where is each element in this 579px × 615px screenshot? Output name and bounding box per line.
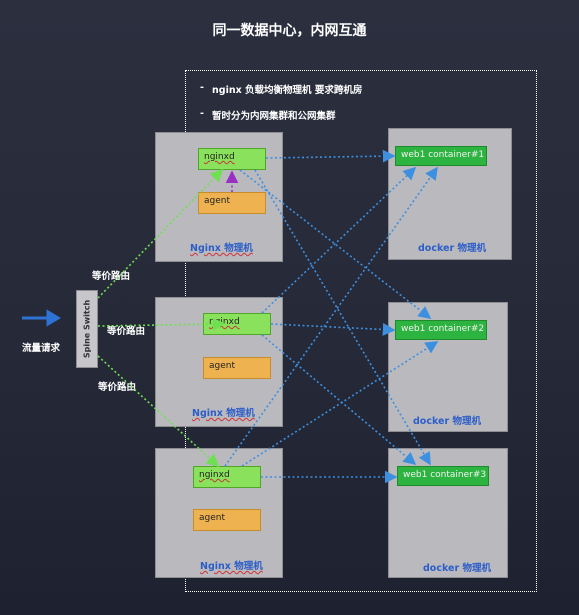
note-2: 暂时分为内网集群和公网集群: [200, 108, 335, 122]
ecmp-link-2: [97, 317, 226, 331]
link-n2-c3: [261, 334, 417, 466]
link-n1-c1: [265, 149, 396, 163]
link-n1-c3: [254, 169, 431, 466]
ecmp-label-1: 等价路由: [92, 271, 131, 282]
nginxd-process-1: nginxd: [198, 148, 266, 170]
link-n3-c2: [241, 341, 439, 467]
ecmp-link-3: [97, 355, 220, 468]
ecmp-label-2: 等价路由: [107, 326, 146, 337]
docker-host-label-1: docker 物理机: [418, 243, 486, 254]
nginxd-label-1: nginxd: [204, 152, 235, 162]
container-3: web1 container#3: [397, 466, 489, 486]
note-1: nginx 负载均衡物理机 要求跨机房: [200, 82, 362, 96]
spine-switch: Spine Switch: [76, 290, 98, 368]
agent-process-1: agent: [198, 192, 266, 214]
docker-host-label-3: docker 物理机: [423, 563, 491, 574]
traffic-label: 流量请求: [22, 343, 61, 354]
ecmp-label-3: 等价路由: [98, 382, 137, 393]
agent-process-2: agent: [203, 357, 271, 379]
ecmp-link-1: [97, 168, 224, 299]
traffic-arrow: [22, 309, 61, 327]
link-n2-c1: [261, 166, 417, 314]
diagram-title: 同一数据中心，内网互通: [212, 23, 367, 39]
nginxd-process-3: nginxd: [193, 466, 261, 488]
nginx-host-label-3: Nginx 物理机: [200, 561, 263, 572]
link-n2-c2: [270, 323, 396, 336]
container-1: web1 container#1: [395, 146, 487, 166]
nginxd-label-3: nginxd: [199, 470, 230, 480]
nginx-host-label-1: Nginx 物理机: [190, 243, 253, 254]
agent-process-3: agent: [193, 509, 261, 531]
nginx-host-label-2: Nginx 物理机: [192, 408, 255, 419]
docker-host-label-2: docker 物理机: [413, 416, 481, 427]
